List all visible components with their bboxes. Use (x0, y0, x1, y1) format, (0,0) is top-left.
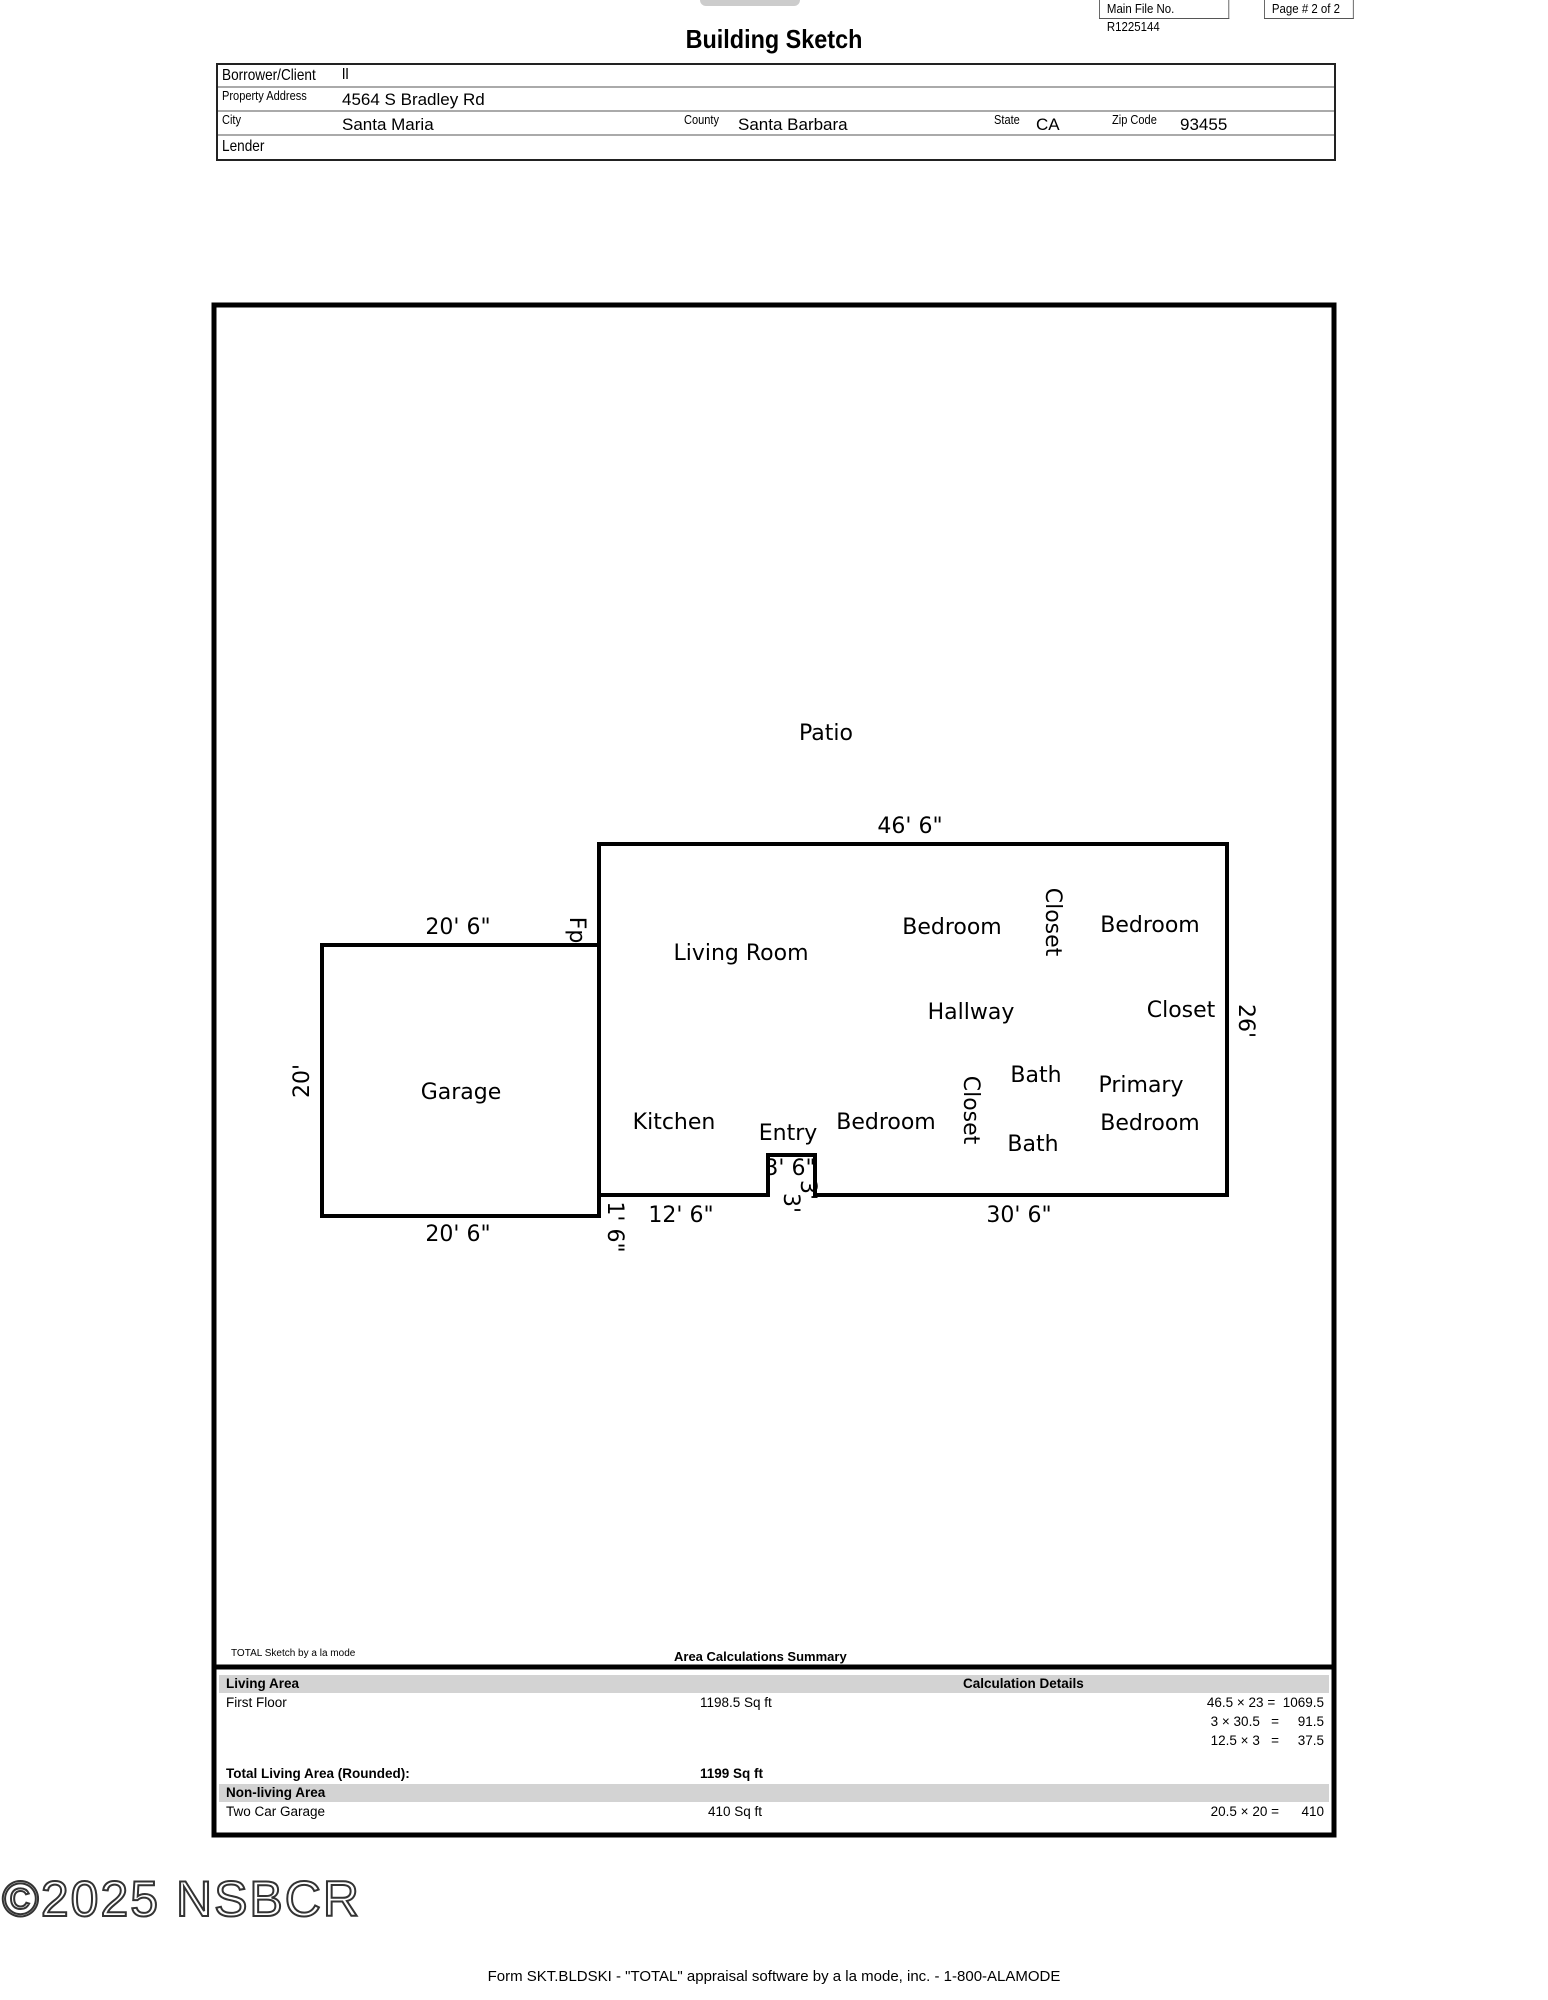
total-living-value: 1199 Sq ft (700, 1766, 764, 1781)
dim-garage-left: 20' (290, 1064, 315, 1098)
room-kitchen: Kitchen (633, 1110, 716, 1135)
room-closet: Closet (958, 1076, 983, 1145)
lender-label: Lender (222, 138, 265, 155)
living-area-header (219, 1675, 1329, 1693)
dim-entry-right: 3' (795, 1180, 820, 1200)
state-value: CA (1036, 115, 1060, 134)
first-floor-area: 1198.5 Sq ft (700, 1695, 772, 1710)
room-garage: Garage (421, 1080, 502, 1105)
room-living-room: Living Room (673, 941, 808, 966)
calc-detail: 46.5 × 23 = 1069.5 (1206, 1695, 1324, 1710)
row-borrower: Borrower/Client ll (218, 65, 1334, 88)
house-outline (597, 842, 1229, 1216)
living-area-label: Living Area (226, 1676, 300, 1691)
footer-form-info: Form SKT.BLDSKI - "TOTAL" appraisal soft… (487, 1968, 1061, 1985)
borrower-value: ll (342, 66, 349, 83)
dim-offset: 1' 6" (602, 1201, 627, 1252)
garage-label: Two Car Garage (226, 1804, 326, 1819)
room-closet: Closet (1040, 888, 1065, 957)
page-number: Page # 2 of 2 (1264, 0, 1354, 19)
room-primary: Primary (1098, 1073, 1183, 1098)
header-table: Borrower/Client ll Property Address 4564… (216, 63, 1336, 161)
row-address: Property Address 4564 S Bradley Rd (218, 87, 1334, 112)
row-city: City Santa Maria County Santa Barbara St… (218, 111, 1334, 136)
fireplace-label: Fp (564, 917, 589, 944)
room-closet: Closet (1147, 998, 1216, 1023)
borrower-label: Borrower/Client (222, 67, 316, 84)
dim-bottom-right: 30' 6" (986, 1203, 1051, 1228)
first-floor-label: First Floor (226, 1695, 287, 1710)
room-entry: Entry (759, 1121, 818, 1146)
dim-right: 26' (1233, 1004, 1258, 1038)
room-primary-bedroom: Bedroom (1100, 1111, 1200, 1136)
page-title: Building Sketch (685, 24, 863, 54)
watermark: ©2025 NSBCR (1, 1870, 361, 1928)
dim-entry-left: 3' (778, 1193, 803, 1213)
row-lender: Lender (218, 135, 1334, 159)
top-tab (700, 0, 800, 6)
room-bedroom: Bedroom (836, 1110, 936, 1135)
main-file-number: Main File No. R1225144 (1099, 0, 1230, 34)
zip-label: Zip Code (1112, 112, 1157, 127)
dim-bottom-left: 12' 6" (648, 1203, 713, 1228)
address-value: 4564 S Bradley Rd (342, 90, 485, 109)
county-value: Santa Barbara (738, 115, 848, 134)
summary-title: Area Calculations Summary (674, 1649, 847, 1664)
calc-detail: 12.5 × 3 = 37.5 (1210, 1733, 1324, 1748)
calc-details-label: Calculation Details (963, 1676, 1084, 1691)
room-hallway: Hallway (928, 1000, 1015, 1025)
patio-label: Patio (799, 721, 853, 746)
garage-detail: 20.5 × 20 = 410 (1210, 1804, 1324, 1819)
room-bath: Bath (1007, 1132, 1058, 1157)
total-living-label: Total Living Area (Rounded): (226, 1766, 410, 1781)
garage-area: 410 Sq ft (708, 1804, 763, 1819)
city-label: City (222, 112, 242, 127)
dim-garage-top: 20' 6" (425, 915, 490, 940)
county-label: County (684, 112, 720, 127)
non-living-label: Non-living Area (226, 1785, 326, 1800)
dim-garage-bottom: 20' 6" (425, 1222, 490, 1247)
state-label: State (994, 112, 1020, 127)
calc-detail: 3 × 30.5 = 91.5 (1210, 1714, 1324, 1729)
non-living-header (219, 1784, 1329, 1802)
address-label: Property Address (222, 88, 307, 103)
zip-value: 93455 (1180, 115, 1228, 134)
room-bedroom: Bedroom (1100, 913, 1200, 938)
sketch-credit: TOTAL Sketch by a la mode (231, 1648, 356, 1659)
room-bedroom: Bedroom (902, 915, 1002, 940)
city-value: Santa Maria (342, 115, 434, 134)
sketch-frame (211, 302, 1337, 1838)
dim-entry-width: 3' 6" (764, 1156, 815, 1181)
dim-top: 46' 6" (877, 814, 942, 839)
room-bath: Bath (1010, 1063, 1061, 1088)
